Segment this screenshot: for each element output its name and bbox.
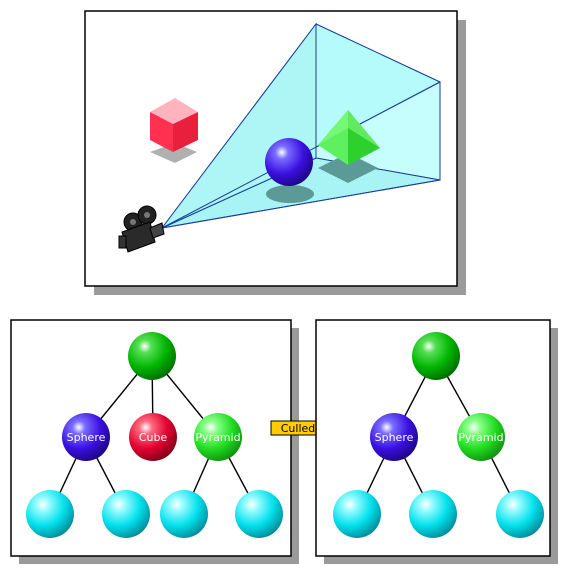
sphere-ball [265,138,313,186]
tree-leaf-node [160,490,208,538]
frustum-side-face [161,22,317,229]
cube-top-face [150,98,198,124]
node-label: Pyramid [458,431,503,444]
tree-node-sphere: Sphere [62,413,110,461]
movie-camera-icon [118,205,165,253]
node-label: Sphere [375,431,414,444]
tree-root-node [412,332,460,380]
tree-leaf-node [496,490,544,538]
pyramid-back-face [318,110,380,148]
tree-leaf-node [333,490,381,538]
frustum-edge [161,179,441,229]
tree-leaf-node [409,490,457,538]
tree-before-panel: Sphere Cube Pyramid [10,319,299,564]
tree-node-pyramid: Pyramid [194,413,242,461]
sphere-shadow [266,185,314,203]
tree-leaf-node [235,490,283,538]
node-label: Sphere [67,431,106,444]
tree-root-node [128,332,176,380]
node-label: Cube [139,431,168,444]
tree-leaf-node [102,490,150,538]
cube-shadow [150,143,197,163]
pyramid-object [318,110,380,183]
tree-node-pyramid: Pyramid [457,413,505,461]
tree-leaf-node [26,490,74,538]
camera-lens [149,222,165,239]
tree-node-cube: Cube [129,413,177,461]
tree-node-sphere: Sphere [370,413,418,461]
scene-panel [84,10,466,295]
sphere-object [265,138,314,203]
tree-after-panel: Sphere Pyramid [315,319,558,564]
arrow-label: Culled [281,422,316,435]
cube-front-face [150,112,173,152]
cube-object [150,98,198,163]
pyramid-shadow [318,153,378,183]
camera-grip [118,235,127,249]
node-label: Pyramid [195,431,240,444]
cube-side-face [173,112,198,152]
